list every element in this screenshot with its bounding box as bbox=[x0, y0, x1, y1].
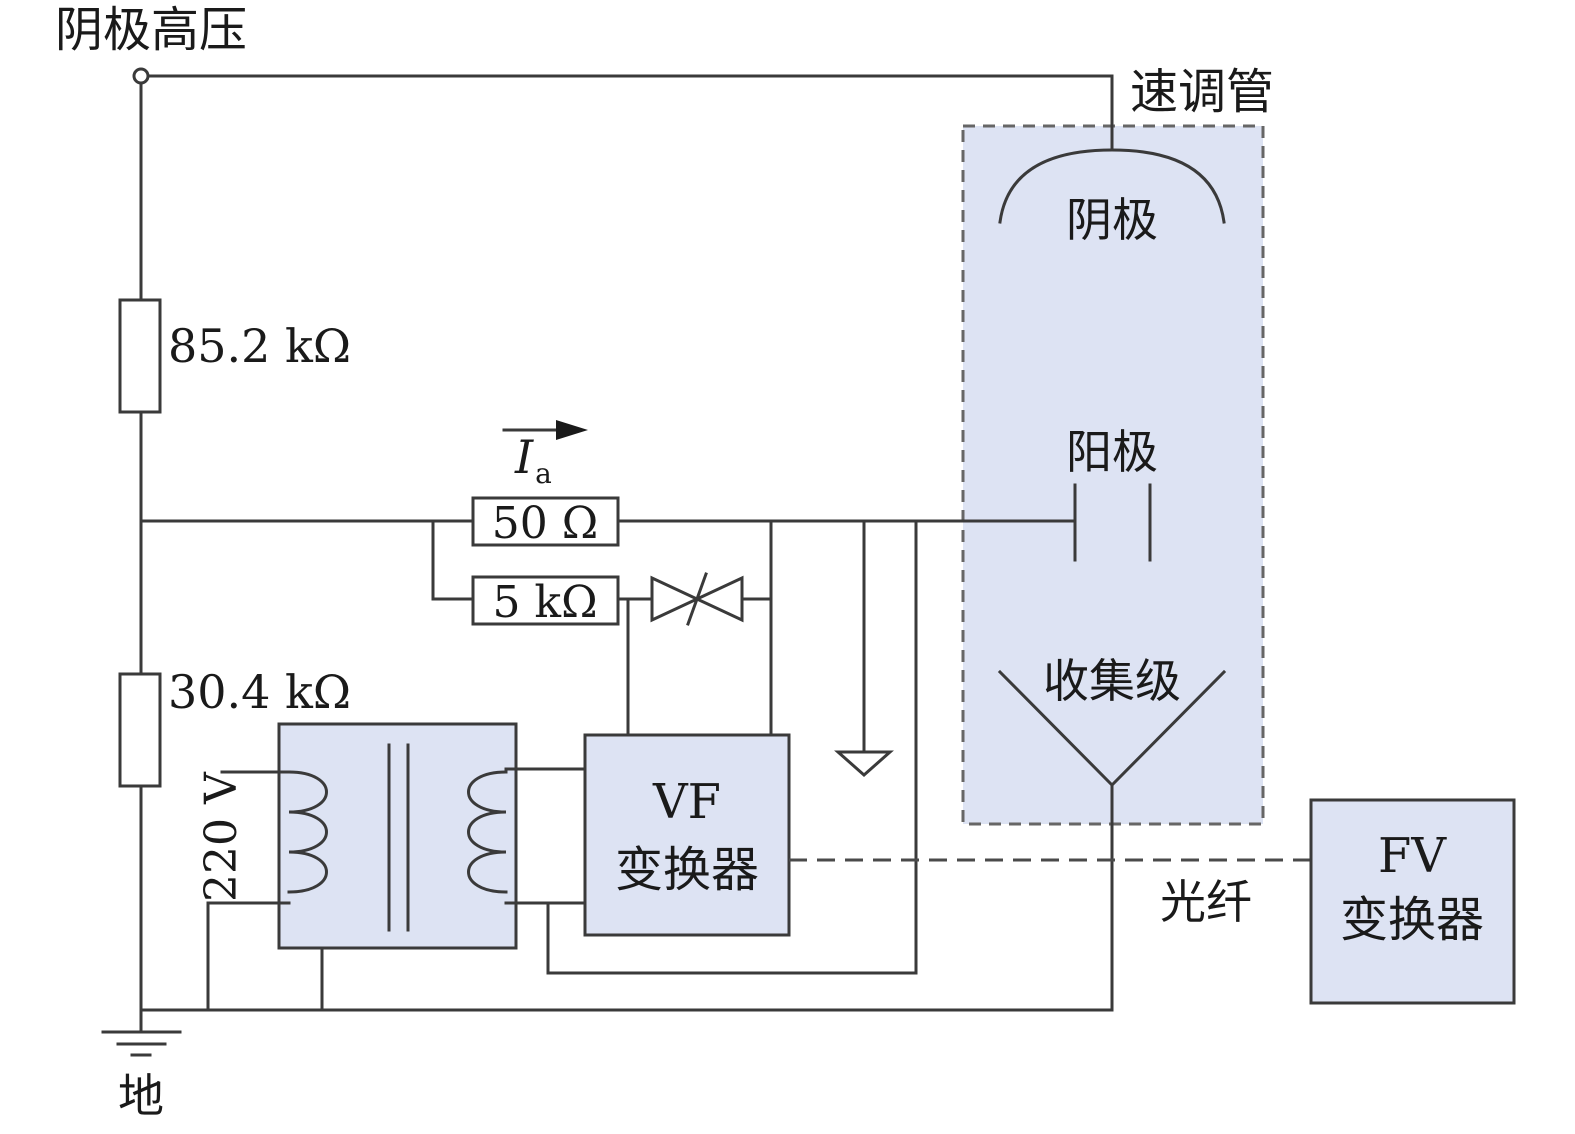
branch-wire bbox=[431, 519, 475, 601]
resistor-5k-label: 5 kΩ bbox=[492, 577, 597, 628]
isolation-transformer bbox=[277, 722, 518, 950]
resistor-30k bbox=[118, 672, 162, 788]
resistor-85k-label: 85.2 kΩ bbox=[168, 319, 351, 373]
vf-converter-label-2: 变换器 bbox=[615, 842, 759, 898]
cathode-electrode bbox=[998, 148, 1226, 224]
ground-triangle bbox=[834, 750, 894, 778]
vf-converter-box bbox=[583, 733, 791, 937]
resistor-50 bbox=[471, 496, 620, 547]
klystron-label: 速调管 bbox=[1130, 64, 1274, 120]
current-label: Ia bbox=[514, 430, 552, 490]
resistor-30k-label: 30.4 kΩ bbox=[168, 665, 351, 719]
ground-label: 地 bbox=[118, 1069, 164, 1123]
cathode-hv-label: 阴极高压 bbox=[55, 2, 247, 58]
klystron-region bbox=[961, 124, 1265, 826]
hv-terminal bbox=[132, 67, 150, 85]
resistor-50-label: 50 Ω bbox=[492, 498, 598, 549]
anode-label: 阳极 bbox=[1066, 425, 1158, 479]
secondary-coil bbox=[467, 770, 508, 894]
return-wire bbox=[546, 519, 918, 975]
resistor-85k bbox=[118, 298, 162, 414]
vf-converter-label-1: VF bbox=[652, 774, 721, 830]
collector-label: 收集级 bbox=[1043, 654, 1181, 708]
primary-lead-bottom bbox=[206, 901, 291, 1012]
ac-input-label: 220 V bbox=[196, 771, 247, 902]
primary-coil bbox=[287, 770, 328, 894]
fv-converter-label-1: FV bbox=[1378, 828, 1447, 884]
fiber-label: 光纤 bbox=[1160, 875, 1252, 929]
cathode-label: 阴极 bbox=[1066, 193, 1158, 247]
tvs-diode bbox=[650, 572, 744, 626]
hv-wire bbox=[146, 74, 1114, 152]
fv-converter-box bbox=[1309, 798, 1516, 1005]
current-arrowhead bbox=[556, 420, 588, 440]
fv-converter-label-2: 变换器 bbox=[1340, 892, 1484, 948]
